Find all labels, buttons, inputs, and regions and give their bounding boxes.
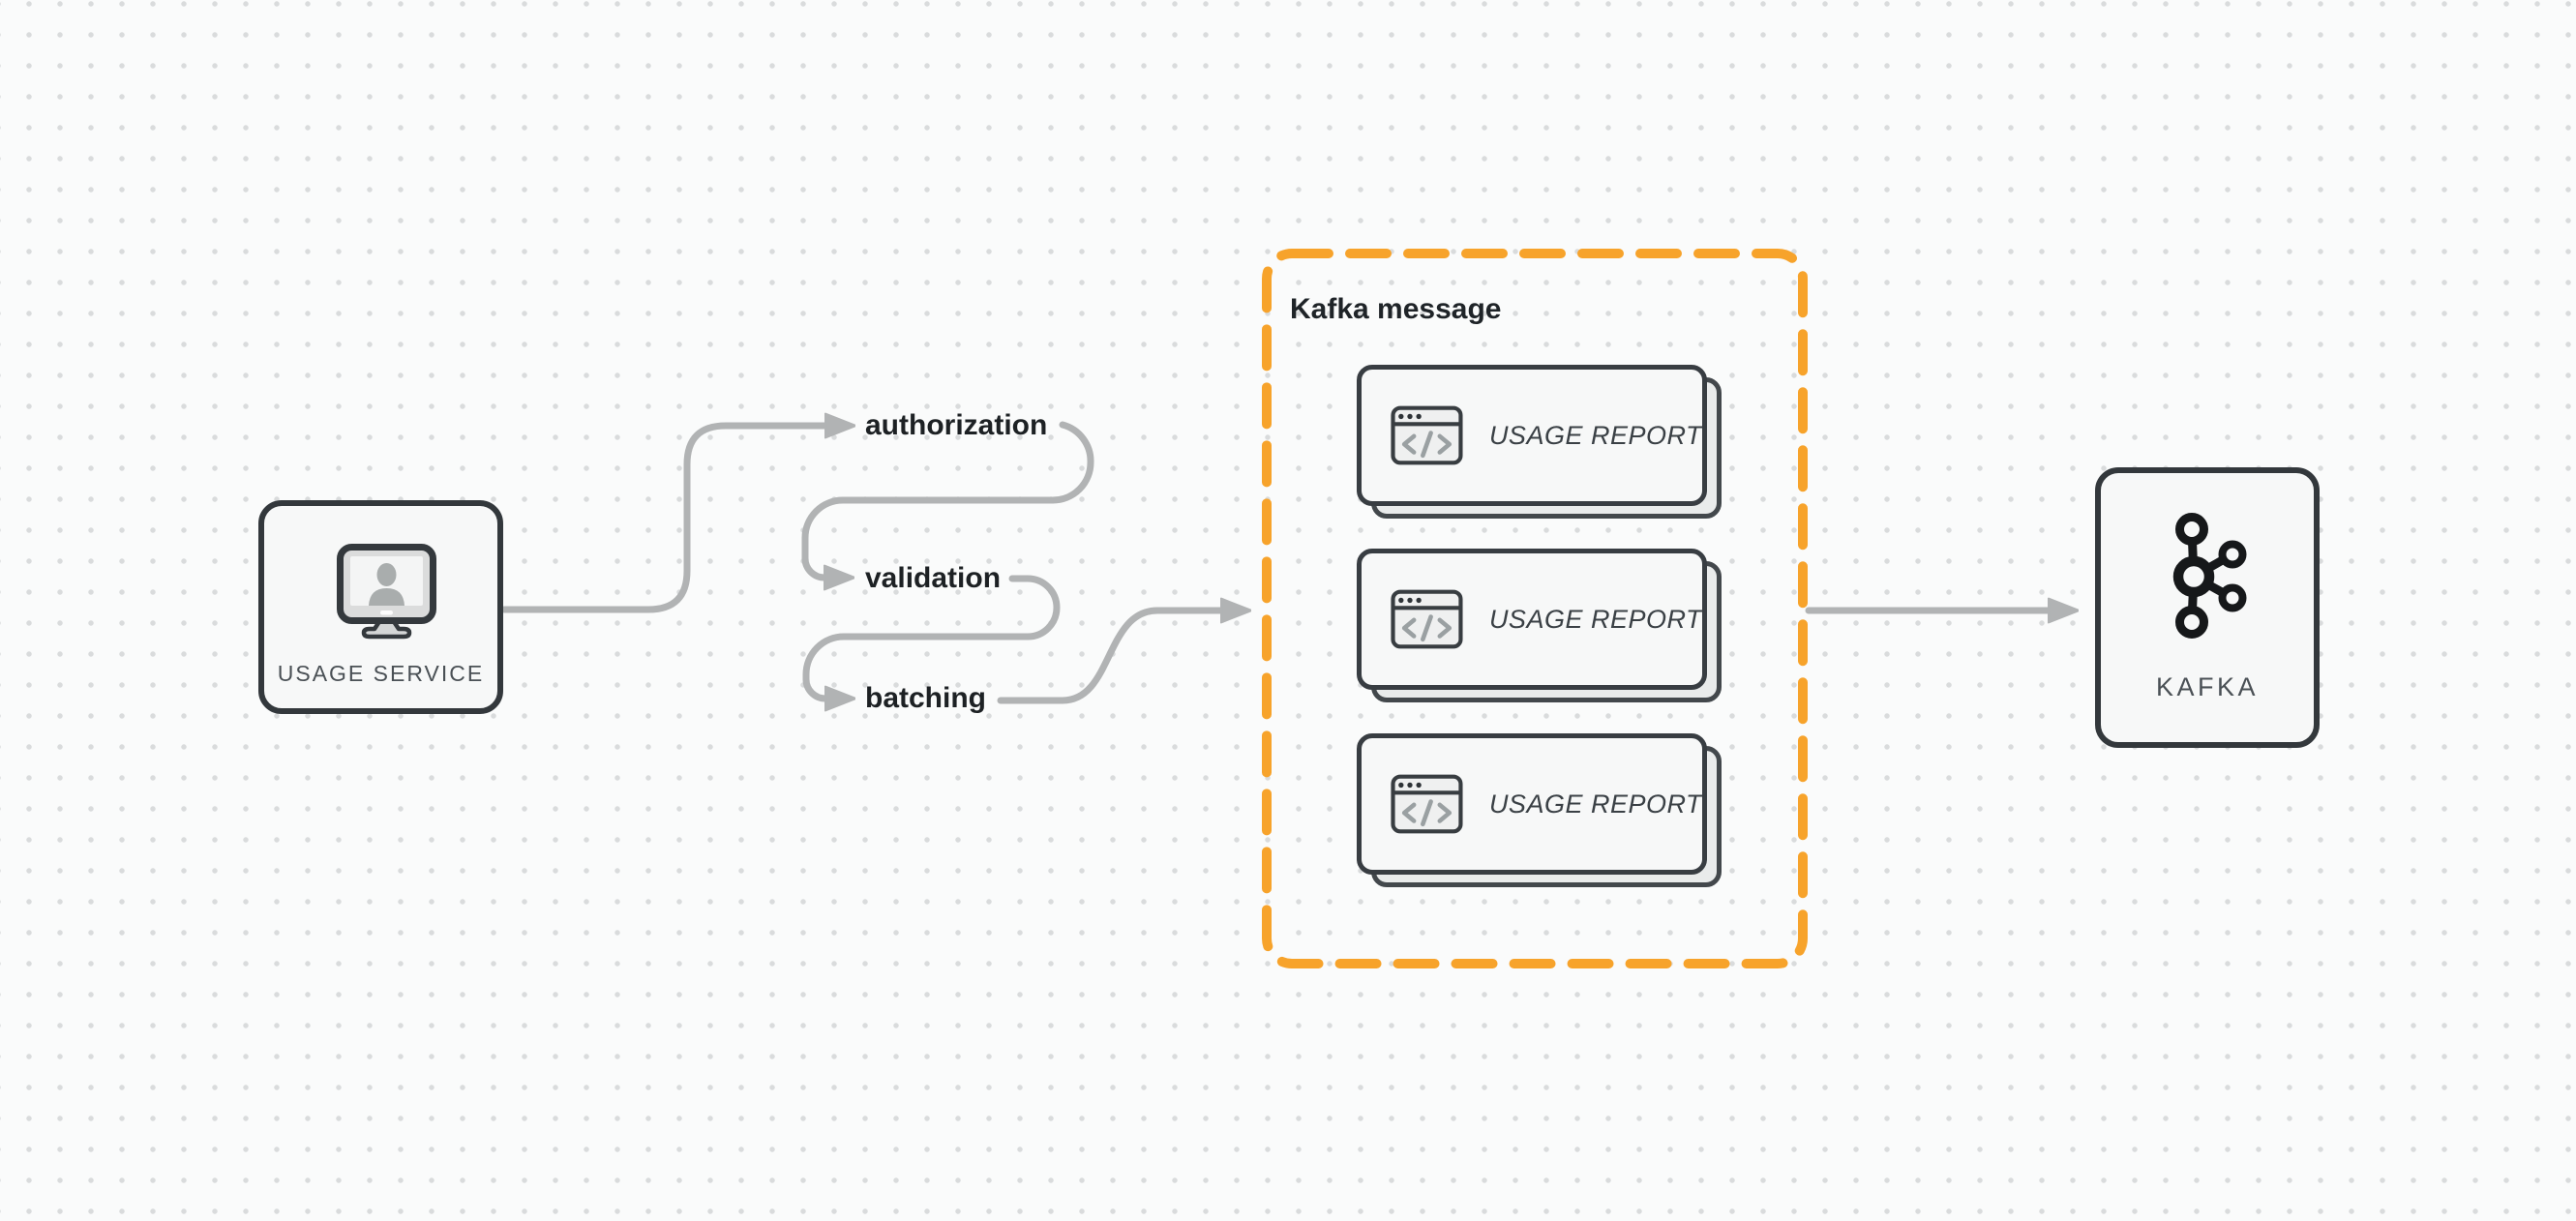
kafka-logo-icon	[2172, 513, 2247, 639]
user-monitor-icon	[337, 544, 436, 640]
arrow-usage-service-to-authorization	[500, 426, 825, 613]
usage-report-label: USAGE REPORT	[1488, 604, 1702, 634]
kafka-message-dashed-border	[1262, 249, 1808, 968]
usage-report-card: USAGE REPORT	[1357, 549, 1722, 702]
kafka-message-group: Kafka message USAGE REPORT	[1262, 249, 1808, 968]
usage-report-label: USAGE REPORT	[1488, 420, 1702, 450]
usage-service-node: USAGE SERVICE	[258, 500, 503, 714]
usage-report-card-face: USAGE REPORT	[1357, 733, 1707, 875]
code-window-icon	[1391, 774, 1463, 834]
usage-report-card-face: USAGE REPORT	[1357, 365, 1707, 506]
kafka-message-title: Kafka message	[1290, 293, 1502, 325]
kafka-label: KAFKA	[2155, 672, 2260, 701]
kafka-node: KAFKA	[2095, 467, 2320, 748]
usage-report-card: USAGE REPORT	[1357, 733, 1722, 887]
usage-report-card-face: USAGE REPORT	[1357, 549, 1707, 690]
step-label-batching: batching	[865, 682, 986, 714]
arrow-batching-to-kafka-message	[997, 610, 1221, 704]
usage-report-card: USAGE REPORT	[1357, 365, 1722, 519]
code-window-icon	[1391, 589, 1463, 649]
step-label-validation: validation	[865, 562, 1002, 594]
arrow-validation-to-batching	[802, 575, 1061, 699]
usage-service-label: USAGE SERVICE	[277, 661, 485, 686]
usage-report-label: USAGE REPORT	[1488, 789, 1702, 819]
step-label-authorization: authorization	[865, 409, 1048, 441]
code-window-icon	[1391, 405, 1463, 465]
arrow-authorization-to-validation	[801, 421, 1094, 578]
